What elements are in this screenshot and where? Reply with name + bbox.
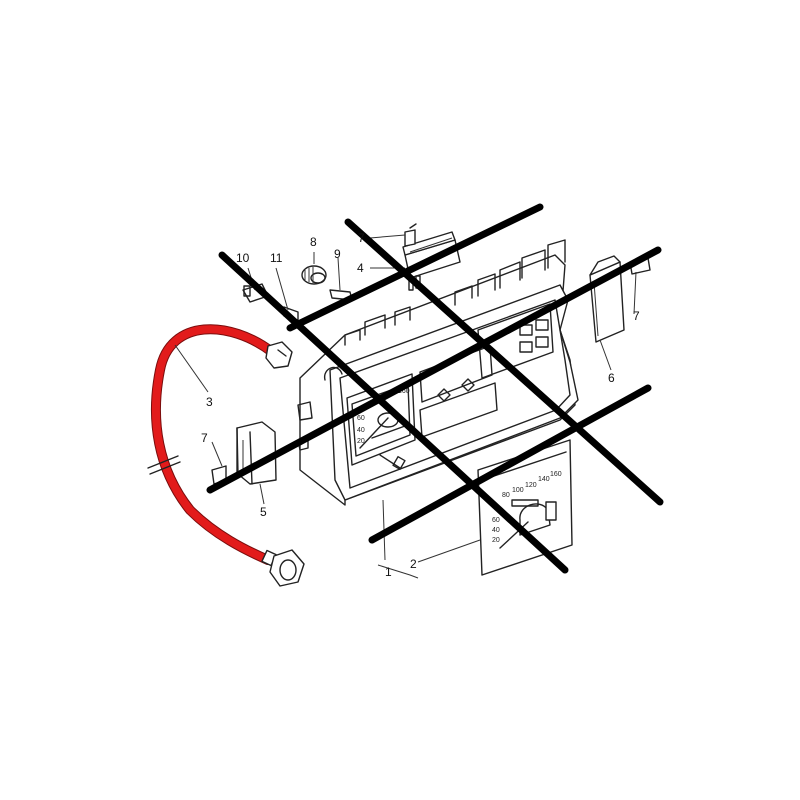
strike-line-2 [344,218,664,506]
callout-4: 4 [357,261,364,275]
svg-text:160: 160 [398,388,410,395]
svg-text:80: 80 [502,492,510,499]
strike-line-3 [286,203,544,332]
callout-5: 5 [260,505,267,519]
svg-text:20: 20 [492,537,500,544]
svg-text:60: 60 [357,415,365,422]
strike-lines [206,203,664,574]
callout-7-right: 7 [633,309,640,323]
svg-text:40: 40 [357,427,365,434]
svg-text:140: 140 [538,476,550,483]
bulb-holder-8 [301,265,327,285]
callout-7-left: 7 [201,431,208,445]
svg-text:120: 120 [525,482,537,489]
callout-1: 1 [385,565,392,579]
callout-7-top: 7 [358,231,365,245]
callout-6: 6 [608,371,615,385]
instrument-cluster-housing: 60 40 20 160 [297,239,579,506]
callout-2: 2 [410,557,417,571]
callout-10: 10 [236,251,250,265]
svg-text:160: 160 [550,471,562,478]
strike-line-5 [368,384,652,544]
svg-text:100: 100 [512,487,524,494]
strike-line-4 [206,246,662,494]
speedometer-face: 80 100 120 140 160 60 40 20 [477,439,573,576]
svg-text:60: 60 [492,517,500,524]
callout-11: 11 [270,251,283,265]
callout-8: 8 [310,235,317,249]
svg-text:20: 20 [357,438,365,445]
callout-3: 3 [206,395,213,409]
callout-leaders [174,234,637,579]
callout-9: 9 [334,247,341,261]
speedometer-cable-highlighted [147,324,305,587]
connector-block-5 [211,421,277,485]
strike-line-1 [218,251,569,574]
svg-text:40: 40 [492,527,500,534]
